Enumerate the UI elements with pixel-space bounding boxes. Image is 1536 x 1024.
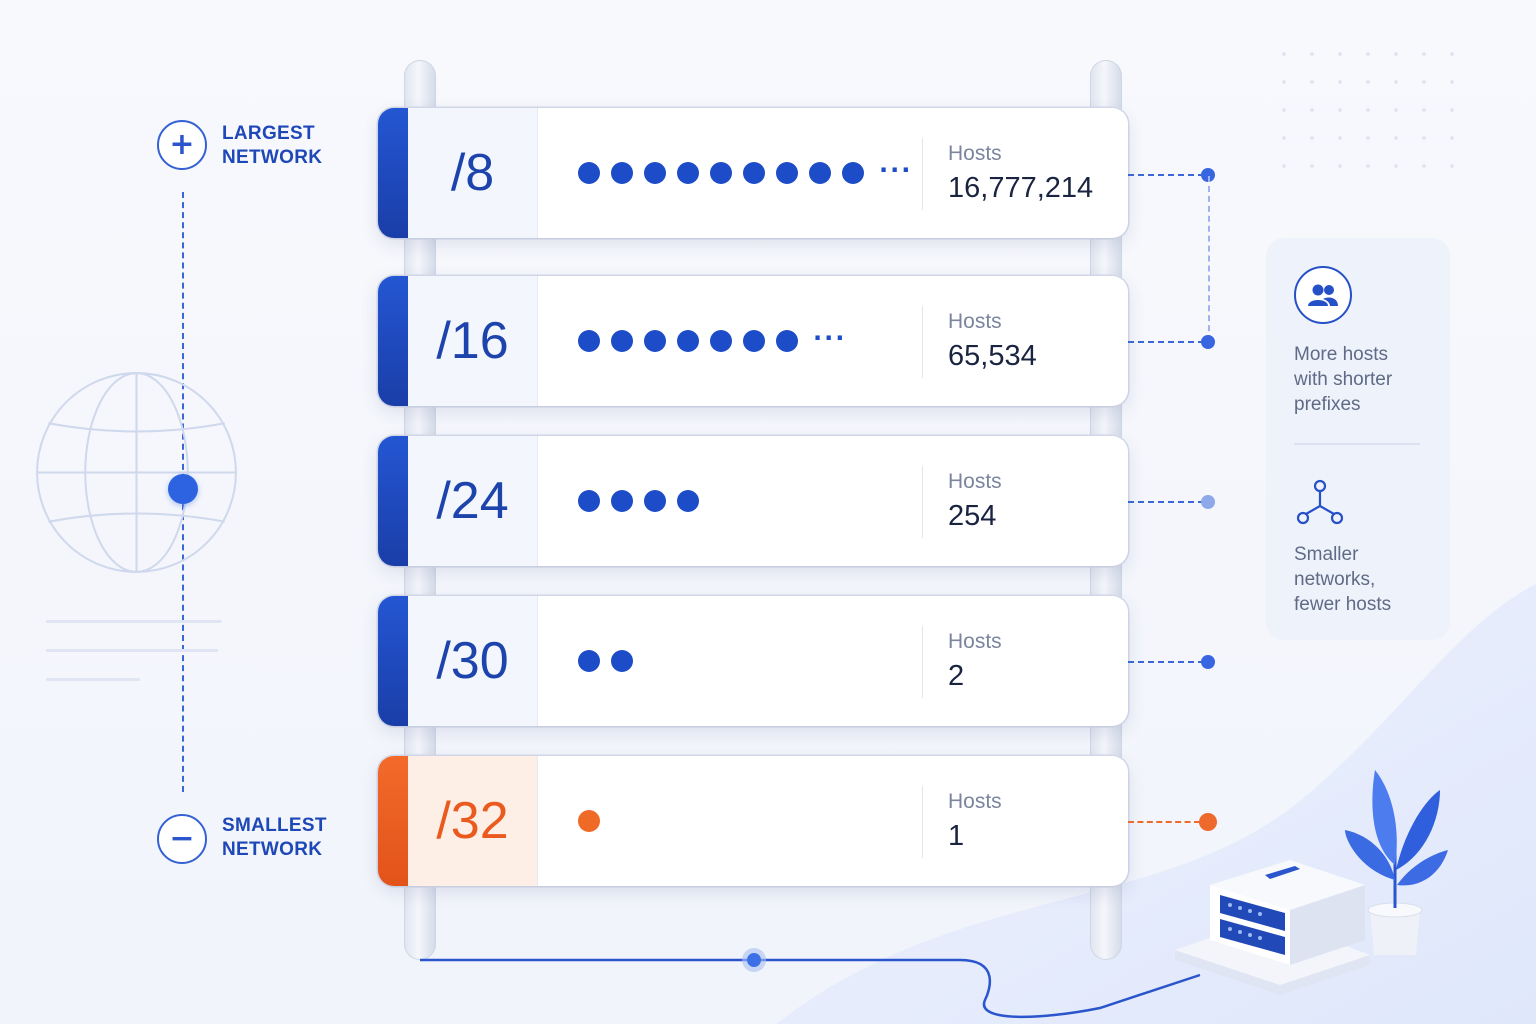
hosts-count: 65,534 [948, 340, 1037, 372]
panel-bottom-line2: networks, [1294, 569, 1376, 590]
host-dots: ··· [578, 108, 912, 238]
smallest-label-line2: NETWORK [222, 839, 323, 860]
host-dot [677, 162, 699, 184]
row-divider [922, 306, 923, 378]
host-dot [578, 650, 600, 672]
ellipsis-indicator: ··· [813, 324, 847, 352]
row-divider [922, 466, 923, 538]
server-icon [1175, 860, 1370, 995]
host-dots [578, 436, 699, 566]
host-dot [578, 162, 600, 184]
host-dot [710, 162, 732, 184]
users-icon [1294, 266, 1352, 324]
panel-top-line1: More hosts [1294, 344, 1388, 365]
host-dot [611, 330, 633, 352]
row-accent-stripe [378, 108, 408, 238]
host-dot [842, 162, 864, 184]
host-dot [578, 810, 600, 832]
prefix-row-24: /24 Hosts 254 [378, 436, 1128, 566]
dot-grid-decoration [1270, 40, 1460, 180]
row-divider [922, 786, 923, 858]
connector-line [1128, 174, 1204, 176]
host-dot [677, 490, 699, 512]
host-dot [776, 162, 798, 184]
prefix-label: /8 [408, 108, 538, 238]
host-dot [644, 162, 666, 184]
connector-line [1128, 661, 1204, 663]
host-dot [611, 490, 633, 512]
ellipsis-indicator: ··· [879, 156, 913, 184]
host-dot [776, 330, 798, 352]
connector-line [1128, 501, 1204, 503]
connector-dot [1201, 655, 1215, 669]
hosts-count: 16,777,214 [948, 172, 1094, 204]
hosts-count: 1 [948, 820, 965, 852]
host-dot [611, 162, 633, 184]
panel-divider [1294, 443, 1420, 445]
row-divider [922, 626, 923, 698]
host-dot [809, 162, 831, 184]
host-dot [578, 490, 600, 512]
plant-icon [1345, 770, 1448, 955]
plus-symbol: + [169, 127, 195, 162]
connector-dot [1201, 168, 1215, 182]
largest-label-line1: LARGEST [222, 123, 315, 144]
host-dot [710, 330, 732, 352]
hosts-label: Hosts [948, 470, 1002, 493]
host-dot [578, 330, 600, 352]
hosts-count: 2 [948, 660, 965, 692]
panel-bottom-line1: Smaller [1294, 544, 1359, 565]
scale-slider-knob[interactable] [168, 474, 198, 504]
connector-vertical [1208, 176, 1210, 341]
host-dot [677, 330, 699, 352]
hosts-label: Hosts [948, 310, 1002, 333]
connector-dot-orange [1199, 813, 1217, 831]
host-dots [578, 756, 600, 886]
prefix-label: /16 [408, 276, 538, 406]
hosts-count: 254 [948, 500, 997, 532]
globe-icon [36, 372, 237, 573]
row-accent-stripe [378, 596, 408, 726]
host-dot [743, 162, 765, 184]
more-hosts-text: More hosts with shorter prefixes [1294, 342, 1392, 417]
prefix-row-8: /8 ··· Hosts 16,777,214 [378, 108, 1128, 238]
connector-line-orange [1128, 821, 1200, 823]
row-accent-stripe [378, 436, 408, 566]
plus-icon: + [157, 120, 207, 170]
panel-bottom-line3: fewer hosts [1294, 594, 1392, 615]
hosts-label: Hosts [948, 142, 1002, 165]
host-dot [644, 490, 666, 512]
decorative-text-lines [46, 620, 222, 707]
host-dots: ··· [578, 276, 846, 406]
largest-label-line2: NETWORK [222, 147, 323, 168]
minus-icon: − [157, 814, 207, 864]
network-cable [420, 948, 1201, 1019]
connector-dot [1201, 495, 1215, 509]
smallest-label-line1: SMALLEST [222, 815, 327, 836]
row-divider [922, 138, 923, 210]
prefix-label: /30 [408, 596, 538, 726]
hosts-label: Hosts [948, 630, 1002, 653]
host-dots [578, 596, 633, 726]
prefix-label: /24 [408, 436, 538, 566]
smallest-network-label: SMALLEST NETWORK [222, 814, 327, 862]
smaller-networks-text: Smaller networks, fewer hosts [1294, 542, 1391, 617]
connector-dot [1201, 335, 1215, 349]
prefix-row-30: /30 Hosts 2 [378, 596, 1128, 726]
prefix-label: /32 [408, 756, 538, 886]
panel-top-line2: with shorter [1294, 369, 1393, 390]
host-dot [743, 330, 765, 352]
prefix-row-32: /32 Hosts 1 [378, 756, 1128, 886]
row-accent-stripe [378, 756, 408, 886]
host-dot [644, 330, 666, 352]
row-accent-stripe [378, 276, 408, 406]
panel-top-line3: prefixes [1294, 394, 1361, 415]
largest-network-label: LARGEST NETWORK [222, 122, 322, 170]
hosts-label: Hosts [948, 790, 1002, 813]
network-nodes-icon [1296, 479, 1344, 525]
connector-line [1128, 341, 1204, 343]
minus-symbol: − [169, 821, 195, 856]
host-dot [611, 650, 633, 672]
prefix-row-16: /16 ··· Hosts 65,534 [378, 276, 1128, 406]
